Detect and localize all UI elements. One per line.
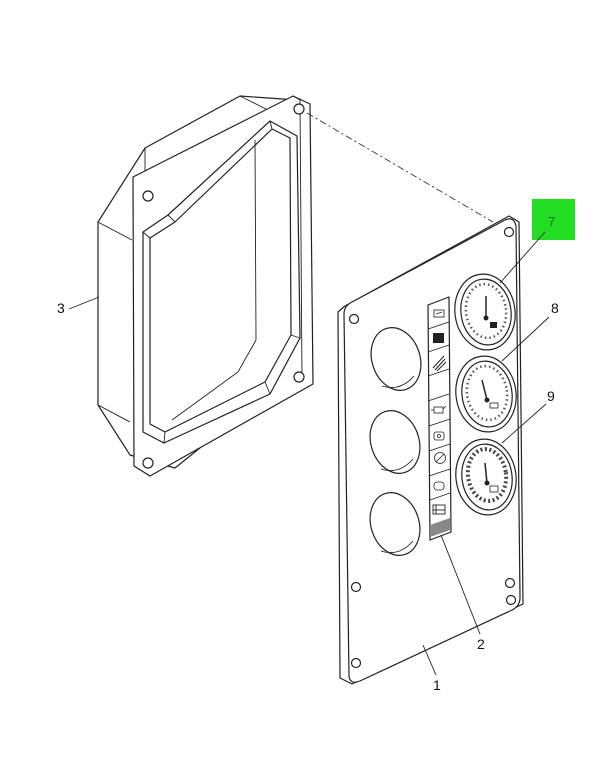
callout-8-label: 8	[551, 300, 559, 316]
gauge-9	[455, 438, 517, 516]
coolant-icon	[433, 481, 445, 491]
callout-2-label: 2	[477, 636, 485, 652]
heater-icon	[432, 355, 447, 372]
engine-check-icon	[433, 431, 445, 441]
gauge-7	[454, 273, 516, 351]
callout-7-leader	[499, 231, 546, 284]
callout-7-label: 7	[548, 214, 555, 229]
callout-2-leader	[440, 534, 481, 635]
brake-icon	[434, 452, 446, 464]
callout-1-label: 1	[433, 677, 441, 693]
callout-9-leader	[501, 403, 547, 444]
alignment-line	[306, 112, 494, 223]
transmission-icon	[432, 504, 446, 515]
oil-level-icon	[433, 309, 445, 318]
gasket-frame	[97, 95, 314, 477]
battery-icon	[433, 333, 444, 343]
callout-3-leader	[68, 296, 100, 310]
gauge-8	[455, 355, 517, 433]
callout-7-highlight	[532, 199, 575, 240]
indicator-strip	[427, 296, 452, 541]
callout-3-label: 3	[57, 300, 65, 316]
callout-1-leader	[422, 644, 437, 676]
callout-9-label: 9	[547, 388, 555, 404]
engine-warning-icon	[431, 405, 447, 414]
callout-8-leader	[501, 316, 550, 362]
